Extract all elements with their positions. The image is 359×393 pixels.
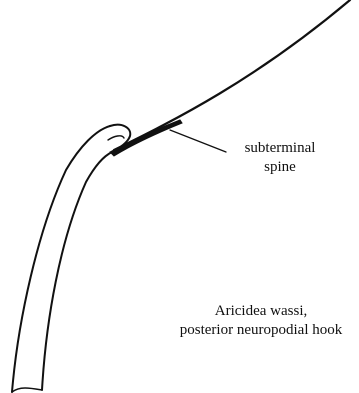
caption-description: posterior neuropodial hook [166,321,356,340]
hook-tip-inner [108,136,124,140]
spine-leader-line [170,130,226,152]
figure-caption: Aricidea wassi, posterior neuropodial ho… [166,302,356,340]
spine-label-line-1: subterminal [230,139,330,158]
spine-label-line-2: spine [230,158,330,177]
hook-base [12,388,42,392]
subterminal-spine-label: subterminal spine [230,139,330,177]
hook-shaft-right [42,152,112,390]
caption-species: Aricidea wassi, [166,302,356,321]
bristle-line [114,0,350,150]
